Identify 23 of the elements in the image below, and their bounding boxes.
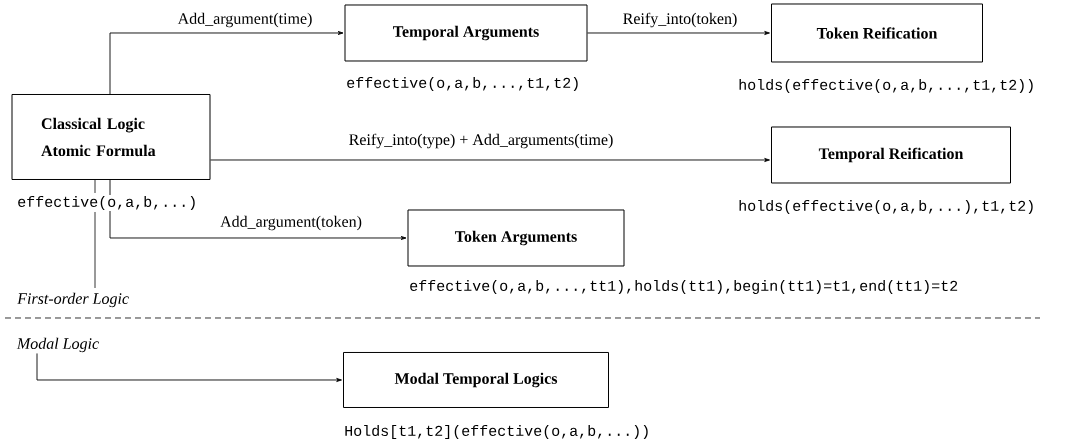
- process-box: Modal Temporal Logics: [343, 352, 609, 408]
- formula-text: holds(effective(o,a,b,...),t1,t2): [737, 199, 1037, 215]
- formula-text: effective(o,a,b,...,tt1),holds(tt1),begin(tt1)=t1,end(tt1)=t2: [408, 279, 960, 295]
- formula-text: effective(o,a,b,...): [16, 195, 199, 211]
- arrow: [109, 31, 344, 95]
- process-box: Temporal Reification: [771, 126, 1011, 184]
- formula-text: Holds[t1,t2](effective(o,a,b,...)): [343, 424, 652, 440]
- process-box: Classical Logic Atomic Formula: [11, 94, 211, 180]
- arrow: [210, 158, 770, 162]
- edge-label: Add_argument(time): [176, 11, 314, 29]
- edge-label: Add_argument(token): [219, 214, 363, 232]
- edge-label: Reify_into(token): [621, 11, 739, 29]
- process-box: Token Reification: [771, 3, 983, 63]
- formula-text: holds(effective(o,a,b,...,t1,t2)): [737, 78, 1037, 94]
- edge-label: Reify_into(type) + Add_arguments(time): [347, 132, 615, 150]
- formula-text: effective(o,a,b,...,t1,t2): [345, 76, 582, 92]
- arrow: [36, 353, 342, 382]
- process-box: Temporal Arguments: [344, 4, 588, 62]
- process-box: Token Arguments: [407, 209, 625, 267]
- arrow: [109, 179, 407, 240]
- region-label: Modal Logic: [16, 337, 99, 353]
- arrow: [587, 31, 770, 35]
- region-label: First-order Logic: [17, 292, 129, 308]
